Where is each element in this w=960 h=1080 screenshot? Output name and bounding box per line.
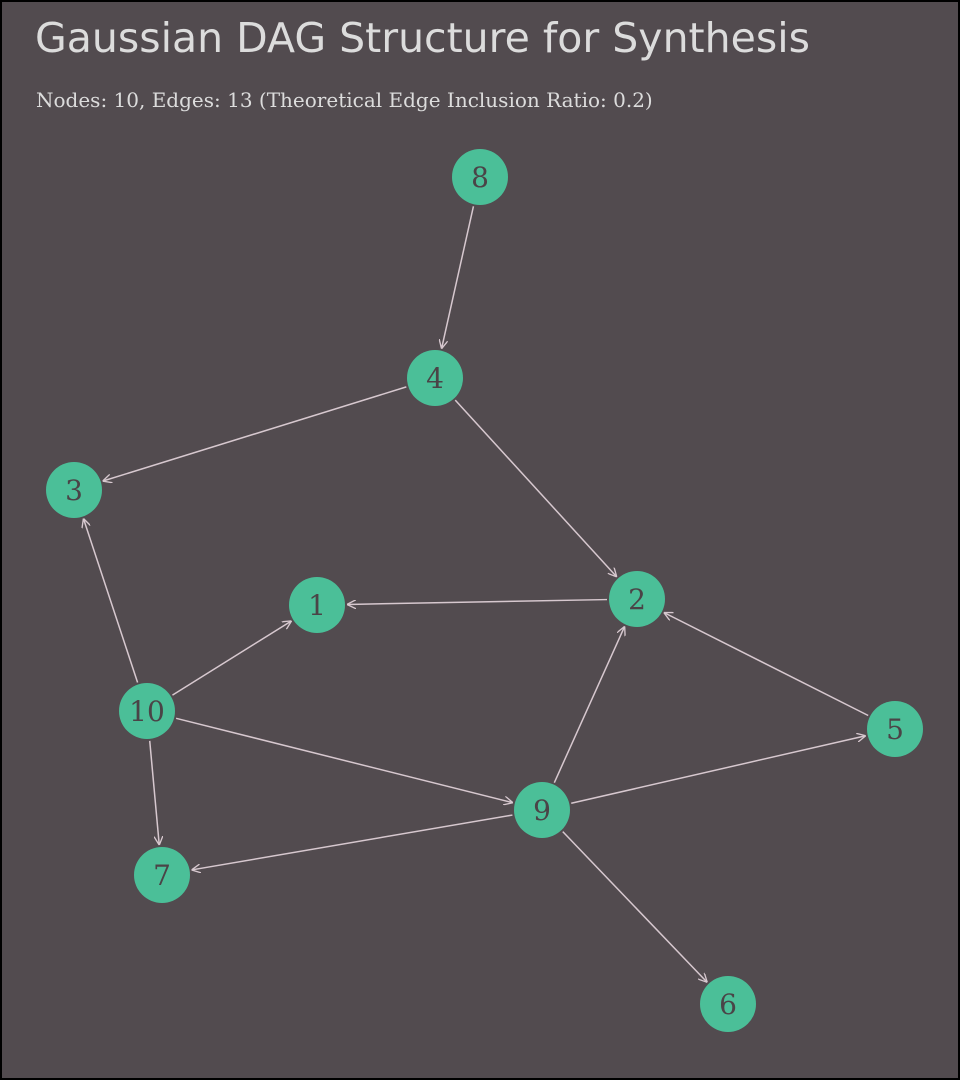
node-3: 3 [46,462,102,518]
node-label: 7 [153,859,171,892]
node-6: 6 [700,976,756,1032]
node-8: 8 [452,149,508,205]
node-label: 1 [308,589,326,622]
edge-2-to-1 [347,598,608,605]
nodes-layer: 1 2 3 4 5 6 7 8 9 10 [46,149,923,1032]
node-label: 8 [471,161,489,194]
edge-4-to-2 [454,399,617,577]
node-label: 5 [886,713,904,746]
edge-9-to-2 [553,626,624,783]
edges-layer [83,206,869,983]
edge-8-to-4 [442,206,475,348]
node-10: 10 [119,683,175,739]
node-5: 5 [867,701,923,757]
node-circle [700,976,756,1032]
node-circle [289,577,345,633]
node-circle [609,571,665,627]
edge-9-to-6 [562,831,707,983]
node-label: 3 [65,474,83,507]
node-1: 1 [289,577,345,633]
node-circle [134,847,190,903]
node-label: 10 [129,695,165,728]
node-circle [514,782,570,838]
node-4: 4 [407,350,463,406]
node-7: 7 [134,847,190,903]
edge-10-to-3 [83,518,139,683]
edge-10-to-1 [172,621,291,696]
edge-10-to-7 [148,740,160,845]
edge-9-to-5 [571,736,866,805]
graph-summary: Nodes: 10, Edges: 13 (Theoretical Edge I… [36,88,653,112]
node-2: 2 [609,571,665,627]
edge-10-to-9 [175,717,513,802]
node-circle [452,149,508,205]
node-circle [407,350,463,406]
node-circle [46,462,102,518]
edge-9-to-7 [192,814,513,870]
node-label: 6 [719,988,737,1021]
node-circle [119,683,175,739]
node-9: 9 [514,782,570,838]
edge-4-to-3 [103,386,407,481]
node-label: 2 [628,583,646,616]
node-circle [867,701,923,757]
page-title: Gaussian DAG Structure for Synthesis [35,14,810,62]
node-label: 9 [533,794,551,827]
edge-5-to-2 [664,612,869,717]
node-label: 4 [426,362,444,395]
